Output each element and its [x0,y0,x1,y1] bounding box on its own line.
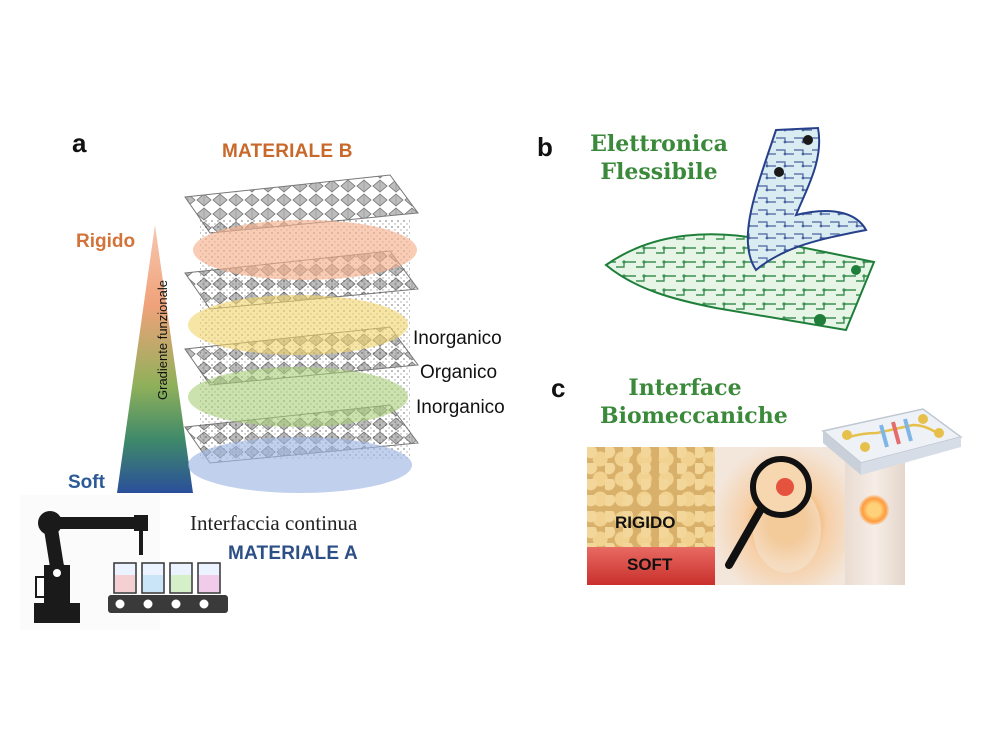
panel-letter-a: a [72,128,87,158]
leg-knee-image [845,455,905,585]
rigid-tag: RIGIDO [615,513,676,532]
bone-soft-tissue-image: RIGIDO SOFT [587,447,715,585]
biomechanical-interfaces-title-line2: Biomeccaniche [600,403,788,429]
panel-letter-b: b [537,132,553,162]
flexible-electronics-title-line2: Flessibile [600,159,718,185]
layer-label-organic: Organico [420,362,498,383]
magnifier-icon [725,456,821,573]
rigid-label: Rigido [76,231,136,252]
layer-label-inorganic-top: Inorganico [413,328,502,349]
soft-tag: SOFT [627,555,673,574]
knee-magnifier-image [715,447,845,585]
conveyor-belt-icon [108,562,228,613]
material-a-label: MATERIALE A [228,543,358,564]
panel-letter-c: c [551,373,566,403]
layer-label-inorganic-bottom: Inorganico [416,397,505,418]
layer-ellipse-yellow [188,295,408,355]
interface-caption: Interfaccia continua [190,511,358,535]
flexible-circuit-illustration [604,126,876,332]
flexible-electronics-title-line1: Elettronica [590,131,728,157]
layer-ellipse-blue [188,437,412,493]
layer-ellipse-green [188,367,408,427]
layered-stack [184,174,419,493]
flexible-electronics-title: Elettronica Flessibile [574,130,744,186]
layer-ellipse-orange [193,220,417,280]
microfluidic-chip-icon [821,408,963,475]
soft-label: Soft [68,472,105,493]
biomechanical-interfaces-title: Interface Biomeccaniche [600,374,788,430]
material-b-label: MATERIALE B [222,141,353,162]
biomechanical-interfaces-title-line1: Interface [628,375,742,401]
gradient-triangle [117,225,193,493]
gradient-label: Gradiente funzionale [155,280,170,400]
